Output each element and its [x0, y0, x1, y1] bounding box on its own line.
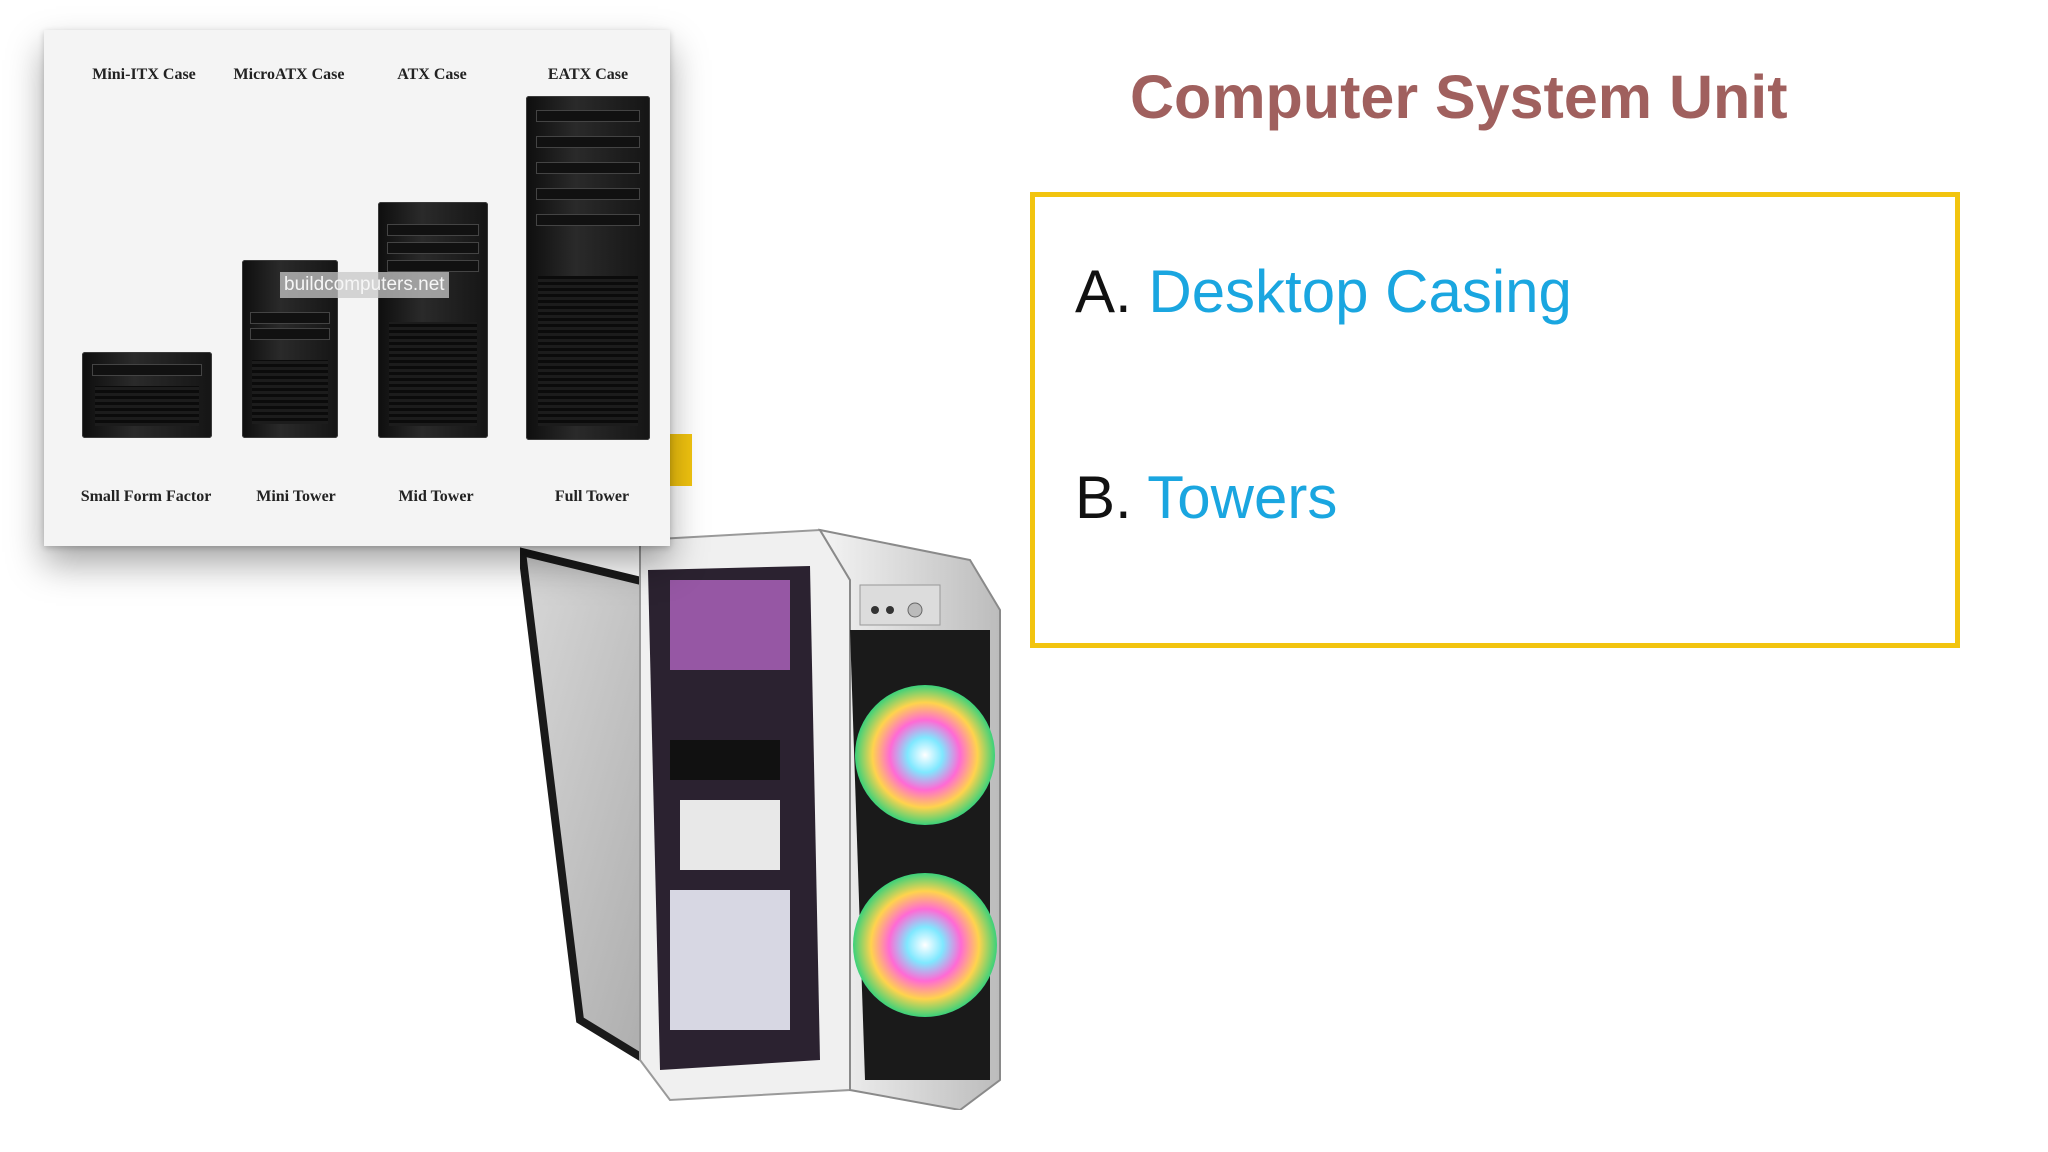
- watermark-text: buildcomputers.net: [280, 272, 449, 298]
- case-bottom-label: Full Tower: [554, 488, 630, 505]
- case-top-label: Mini-ITX Case: [92, 66, 196, 83]
- case-top-label: ATX Case: [397, 66, 467, 83]
- slide-title: Computer System Unit: [1130, 63, 1788, 131]
- list-item: B. Towers: [1075, 463, 1337, 532]
- list-item-text: Towers: [1147, 464, 1338, 531]
- mini-itx-case-icon: [82, 352, 212, 438]
- gaming-pc-case-image: [520, 528, 1001, 1110]
- case-top-label: MicroATX Case: [233, 66, 345, 83]
- list-marker: B.: [1075, 464, 1148, 531]
- case-top-label: EATX Case: [547, 66, 629, 83]
- case-bottom-label: Small Form Factor: [80, 488, 212, 505]
- case-size-chart-card: Mini-ITX Case Small Form Factor MicroATX…: [44, 30, 670, 546]
- bullet-list-box: A. Desktop Casing B. Towers: [1030, 192, 1960, 648]
- eatx-case-icon: [526, 96, 650, 440]
- case-bottom-label: Mini Tower: [256, 488, 336, 505]
- list-item: A. Desktop Casing: [1075, 257, 1572, 326]
- list-item-text: Desktop Casing: [1148, 258, 1572, 325]
- list-marker: A.: [1075, 258, 1149, 325]
- case-bottom-label: Mid Tower: [398, 488, 474, 505]
- atx-case-icon: [378, 202, 488, 438]
